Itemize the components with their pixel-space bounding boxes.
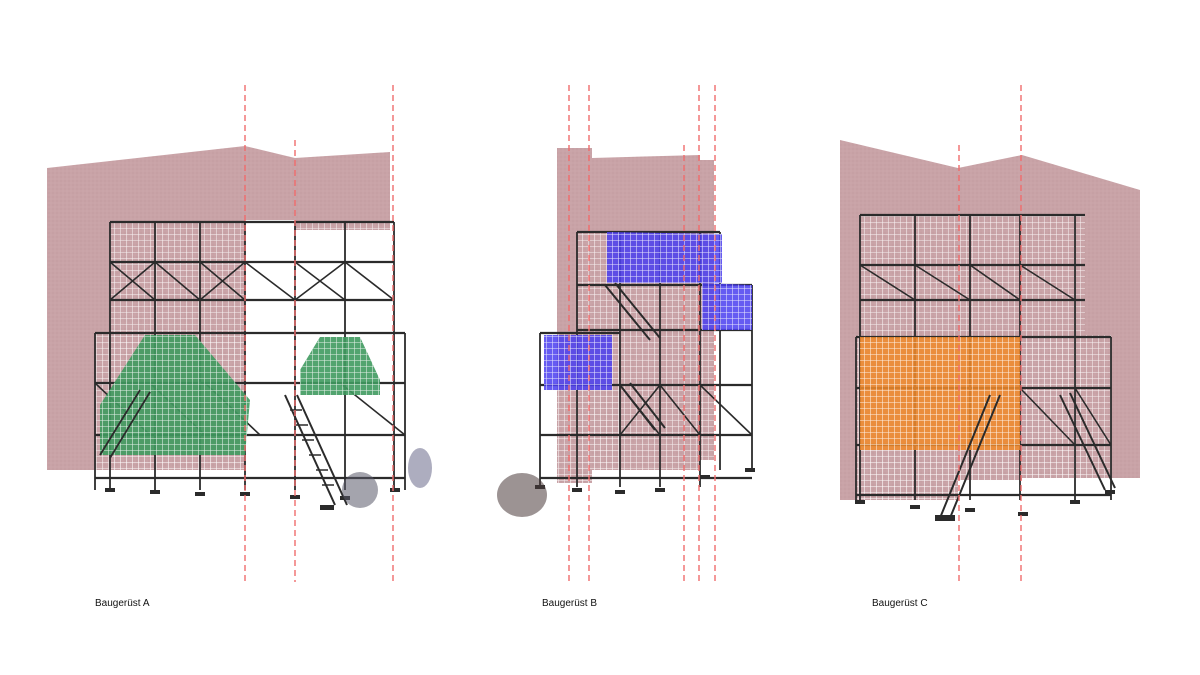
caption-scaffold-a: Baugerüst A <box>95 598 150 609</box>
stairs-a <box>99 389 348 506</box>
person-figure-icon <box>342 448 432 508</box>
module-c <box>860 337 1020 450</box>
caption-scaffold-b: Baugerüst B <box>542 598 598 609</box>
scaffold-drawing-a <box>47 85 432 582</box>
module-b-right <box>702 283 752 330</box>
scaffold-drawing-c <box>840 85 1140 582</box>
module-a-right <box>300 337 380 395</box>
caption-scaffold-c: Baugerüst C <box>872 598 928 609</box>
axis-lines-b <box>568 85 716 582</box>
axis-lines-a <box>244 85 394 582</box>
scaffold-drawing-b <box>497 85 755 582</box>
module-b-top <box>607 232 722 283</box>
axis-lines-c <box>958 85 1022 582</box>
module-b-left <box>544 335 612 390</box>
base-plates-c <box>855 490 1115 521</box>
person-figure-icon <box>497 473 547 517</box>
module-a-left <box>100 335 250 455</box>
stairs-b <box>604 282 666 431</box>
